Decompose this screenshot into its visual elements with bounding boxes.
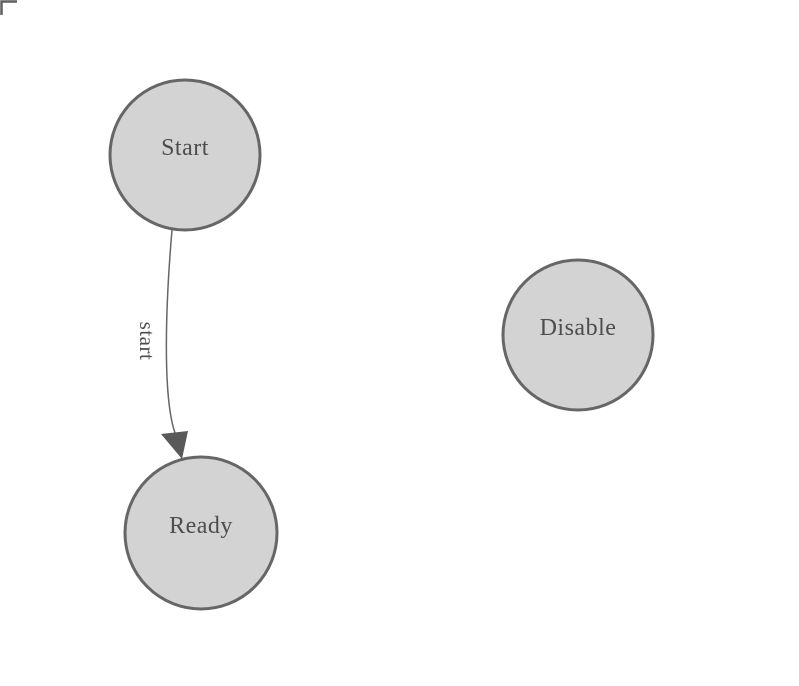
state-circle-ready[interactable]: [123, 455, 279, 611]
transition-path[interactable]: [165, 229, 176, 434]
canvas-corner-mark: [0, 0, 17, 15]
state-label-start: Start: [161, 135, 209, 161]
state-label-disable: Disable: [540, 315, 617, 341]
state-node-start[interactable]: Start: [108, 78, 262, 232]
state-circle-start[interactable]: [108, 78, 262, 232]
state-label-ready: Ready: [169, 513, 233, 539]
transition-start-ready[interactable]: start: [135, 229, 188, 459]
state-node-disable[interactable]: Disable: [501, 258, 655, 412]
arrowhead-icon: [161, 431, 188, 459]
state-circle-disable[interactable]: [501, 258, 655, 412]
transition-label: start: [135, 322, 159, 361]
state-node-ready[interactable]: Ready: [123, 455, 279, 611]
